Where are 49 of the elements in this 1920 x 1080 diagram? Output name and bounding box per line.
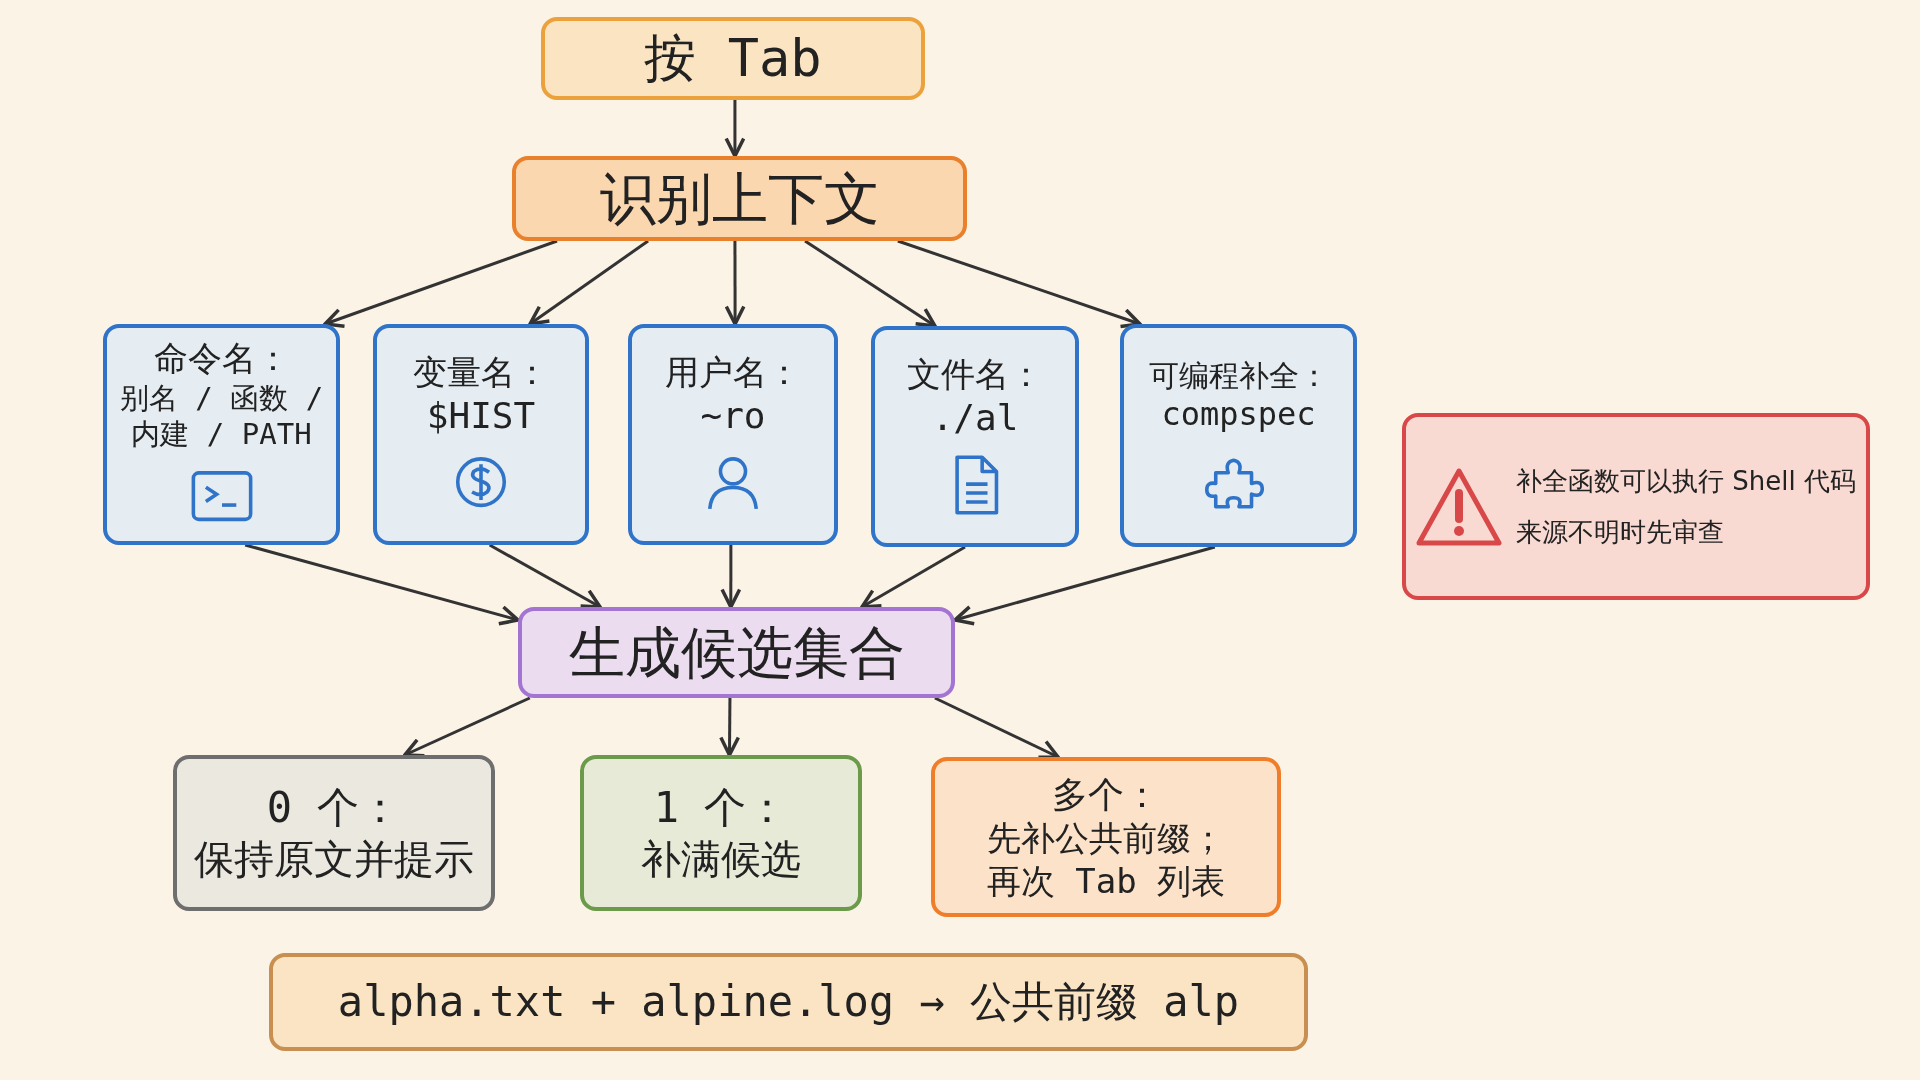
node-heading: 0 个： — [266, 781, 402, 834]
node-text: 补满候选 — [641, 835, 801, 885]
process-box — [103, 324, 340, 545]
arrow — [528, 239, 649, 326]
process-box — [269, 953, 1308, 1051]
process-box — [512, 156, 967, 241]
node-heading: 多个： — [1052, 773, 1160, 817]
arrow — [953, 545, 1216, 626]
node-text: ./al — [931, 396, 1019, 441]
arrow — [724, 100, 746, 158]
process-box — [518, 607, 955, 698]
arrow — [804, 239, 937, 328]
process-box — [628, 324, 838, 545]
arrow — [720, 545, 742, 609]
node-text: $HIST — [426, 394, 536, 439]
node-text: ~ro — [700, 394, 766, 439]
node-heading: 1 个： — [653, 781, 789, 834]
process-box — [173, 755, 495, 911]
arrow — [724, 241, 746, 326]
node-heading: 命令名： — [153, 337, 290, 380]
box-label: 按 Tab — [644, 27, 822, 90]
process-box — [931, 757, 1281, 917]
arrow — [897, 239, 1142, 329]
node-text: compspec — [1161, 394, 1316, 435]
arrow — [934, 696, 1060, 760]
arrow — [244, 543, 520, 626]
arrow — [719, 698, 741, 757]
box-label: 生成候选集合 — [568, 618, 905, 687]
example-text: alpha.txt + alpine.log → 公共前缀 alp — [337, 975, 1240, 1028]
node-text: 保持原文并提示 — [194, 835, 474, 885]
process-box — [373, 324, 589, 545]
node-heading: 变量名： — [413, 350, 549, 394]
process-box — [541, 17, 925, 100]
process-box — [871, 326, 1079, 547]
node-text: 别名 / 函数 / 内建 / PATH — [118, 379, 325, 452]
node-text: 先补公共前缀；再次 Tab 列表 — [985, 817, 1227, 902]
warning-text: 补全函数可以执行 Shell 代码 — [1516, 465, 1856, 498]
warning-box — [1402, 413, 1870, 600]
process-box — [580, 755, 862, 911]
node-heading: 文件名： — [907, 352, 1043, 396]
node-heading: 可编程补全： — [1148, 356, 1329, 395]
arrow — [488, 543, 602, 609]
arrow — [860, 545, 966, 609]
arrow — [403, 696, 531, 758]
warning-text: 来源不明时先审查 — [1516, 515, 1725, 548]
box-label: 识别上下文 — [599, 164, 880, 233]
node-heading: 用户名： — [665, 350, 801, 394]
arrow — [323, 239, 558, 329]
process-box — [1120, 324, 1357, 547]
